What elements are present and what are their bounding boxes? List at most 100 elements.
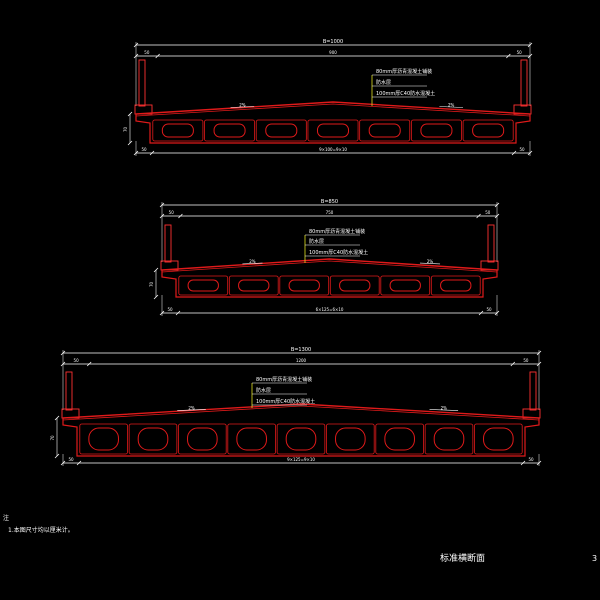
section-3-top-dim-middle: 1200 (296, 358, 307, 363)
section-3-hollow-void-8 (433, 427, 465, 451)
section-1-slab-unit-1 (152, 119, 204, 142)
section-2-pavement-layer (161, 260, 498, 273)
section-2-slab-unit-4 (329, 275, 380, 296)
section-3-rail-post-right (529, 371, 537, 411)
section-3-pavement-layer (62, 405, 540, 421)
section-3-layer-label-3: 100mm厚C40防水混凝土 (256, 398, 315, 405)
drawing-title: 标准横断面 (440, 554, 486, 564)
section-2-deck-surface (161, 258, 498, 271)
section-1-bottom-dim-tick-1 (149, 150, 155, 156)
section-3-hollow-void-6 (335, 427, 366, 451)
section-2-slope-right: 2% (427, 259, 434, 264)
section-1-hollow-void-4 (316, 123, 350, 138)
section-3-hollow-void-4 (236, 427, 267, 451)
section-1-overall-width-label: B=1000 (323, 39, 343, 45)
section-1-girder-outline (135, 114, 531, 144)
section-1-part-dim-tick-2 (506, 53, 511, 59)
section-2-bottom-dim-left: 50 (167, 307, 173, 312)
section-3-hollow-void-2 (137, 427, 169, 451)
section-2-slope-arrow-left (242, 262, 263, 265)
section-2-slope-left: 2% (249, 259, 256, 264)
page-number: 3 (592, 554, 598, 563)
section-1-top-dim-left: 50 (144, 50, 150, 55)
section-1-slab-unit-5 (359, 119, 411, 142)
section-2-slab-unit-6 (430, 275, 481, 296)
section-3-slab-unit-4 (227, 423, 276, 455)
section-3-slab-unit-2 (128, 423, 178, 455)
section-2-height-tick-bottom (153, 294, 159, 300)
section-3-slab-unit-8 (424, 423, 474, 455)
section-2-bottom-dim-middle: 6×125=6×10 (316, 307, 344, 312)
section-1-part-dim-tick-1 (155, 53, 160, 59)
section-2-height-dim-label: 70 (149, 282, 154, 288)
section-3-bottom-dim-middle: 9×125=9×10 (287, 457, 315, 462)
note-1: 1.本图尺寸均以厘米计。 (8, 527, 74, 534)
section-1-slope-arrow-left (230, 106, 255, 108)
section-3-part-dim-tick-3 (536, 361, 542, 367)
section-3-slope-arrow-left (177, 409, 206, 411)
section-2-slab-unit-3 (279, 275, 330, 296)
section-3-bottom-dim-left: 50 (68, 457, 74, 462)
section-1-slab-unit-2 (204, 119, 256, 142)
section-3-hollow-void-1 (88, 427, 119, 451)
section-1-pavement-layer (135, 103, 531, 117)
section-2-layer-label-2: 防水层 (309, 238, 324, 245)
section-1-slope-right: 2% (448, 103, 455, 108)
section-3-part-dim-tick-2 (510, 361, 516, 367)
section-2-height-tick-top (153, 267, 159, 273)
section-3-bottom-dim-tick-2 (520, 460, 526, 466)
section-3-slab-unit-9 (474, 423, 523, 455)
section-1-deck-surface (135, 101, 531, 115)
section-3-slope-left: 2% (188, 405, 195, 410)
section-2-girder-outline (161, 270, 498, 298)
section-3-hollow-void-7 (384, 427, 415, 451)
section-3-slope-right: 2% (441, 405, 448, 410)
section-3-hollow-void-5 (285, 427, 317, 451)
section-3-layer-label-1: 80mm厚沥青混凝土铺装 (256, 376, 312, 383)
section-2-part-dim-tick-2 (476, 213, 481, 219)
section-2-hollow-void-3 (288, 279, 320, 292)
section-2-part-dim-tick-3 (494, 213, 500, 219)
section-1-layer-label-2: 防水层 (376, 79, 391, 86)
section-1-height-dim-label: 70 (123, 127, 128, 133)
section-3-top-dim-right: 50 (523, 358, 529, 363)
section-3-bottom-dim-tick-1 (76, 460, 82, 466)
section-2-top-dim-left: 50 (169, 210, 175, 215)
section-2-slab-unit-2 (228, 275, 279, 296)
section-2-part-dim-tick-1 (178, 213, 183, 219)
section-1-hollow-void-1 (161, 123, 194, 138)
section-3-part-dim-tick-1 (86, 361, 92, 367)
section-1-height-tick-top (127, 111, 133, 117)
section-3-deck-surface (62, 403, 540, 419)
section-2-hollow-void-6 (440, 279, 472, 292)
section-1-hollow-void-5 (368, 123, 401, 138)
section-1-rail-post-right (520, 59, 528, 107)
section-1-slab-unit-7 (462, 119, 514, 142)
section-1-slab-unit-4 (307, 119, 359, 142)
section-1-slab-unit-3 (255, 119, 307, 142)
section-3-height-tick-top (54, 415, 60, 421)
section-1-hollow-void-6 (420, 123, 453, 138)
section-2-top-dim-right: 50 (485, 210, 491, 215)
section-2-hollow-void-4 (339, 279, 371, 292)
section-1-hollow-void-2 (213, 123, 246, 138)
section-2-hollow-void-2 (238, 279, 270, 292)
section-2-slab-unit-5 (380, 275, 431, 296)
section-1-height-tick-bottom (127, 140, 133, 146)
section-2-slab-unit-1 (178, 275, 229, 296)
section-2-bottom-dim-right: 50 (486, 307, 492, 312)
section-1-top-dim-middle: 900 (329, 50, 337, 55)
section-1-bottom-dim-tick-2 (511, 150, 517, 156)
notes-heading: 注 (3, 515, 10, 522)
section-1-part-dim-tick-0 (133, 53, 139, 59)
section-3-slab-unit-3 (178, 423, 227, 455)
section-2-overall-width-label: B=850 (321, 199, 338, 205)
section-2-hollow-void-1 (187, 279, 219, 292)
section-3-slope-arrow-right (429, 409, 459, 411)
section-2-slope-arrow-right (419, 262, 441, 265)
section-3-slab-unit-1 (79, 423, 128, 455)
section-3-hollow-void-3 (187, 427, 218, 451)
section-1-rail-post-left (138, 59, 146, 107)
section-3-part-dim-tick-0 (60, 361, 66, 367)
section-3-slab-unit-5 (276, 423, 326, 455)
